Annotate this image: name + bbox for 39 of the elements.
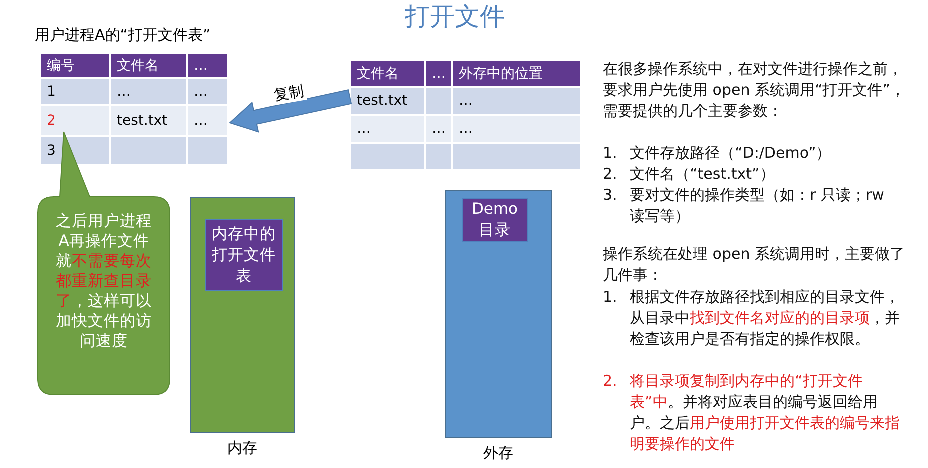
list-number: 2. xyxy=(603,371,618,392)
table-cell: 1 xyxy=(40,78,110,105)
paragraph: 文件名（“test.txt”） xyxy=(630,164,776,185)
table-title: 用户进程A的“打开文件表” xyxy=(35,26,211,45)
table-cell: test.txt xyxy=(350,87,425,115)
header-cell: 文件名 xyxy=(110,53,187,78)
list-number: 1. xyxy=(603,143,618,164)
paragraph: 在很多操作系统中，在对文件进行操作之前，要求用户先使用 open 系统调用“打开文件”，需要提供的几个主要参数： xyxy=(603,59,907,122)
edge-label: 复制 xyxy=(270,81,308,106)
paragraph: 操作系统在处理 open 系统调用时，主要做了几件事： xyxy=(603,244,906,286)
label-box: Demo 目录 xyxy=(462,198,528,242)
table-cell: … xyxy=(187,105,228,136)
table-cell: … xyxy=(452,87,581,115)
list-number: 3. xyxy=(603,185,618,206)
table-cell: … xyxy=(350,115,425,143)
data-table xyxy=(40,53,228,165)
storage-bar xyxy=(190,197,295,433)
list-number: 1. xyxy=(603,287,618,308)
bar-caption: 内存 xyxy=(226,439,258,458)
paragraph: 将目录项复制到内存中的“打开文件表”中。并将对应表目的编号返回给用户。之后用户使用打开文件表的编号来指明要操作的文件 xyxy=(630,371,901,455)
paragraph: 要对文件的操作类型（如：r 只读；rw 读写等） xyxy=(630,185,886,227)
table-cell: … xyxy=(425,115,452,143)
data-table xyxy=(350,60,581,170)
table-cell: … xyxy=(110,78,187,105)
storage-bar xyxy=(445,190,552,438)
label-box: 内存中的打开文件表 xyxy=(205,219,283,291)
header-cell: … xyxy=(425,60,452,87)
list-number: 2. xyxy=(603,164,618,185)
header-cell: 文件名 xyxy=(350,60,425,87)
header-cell: 编号 xyxy=(40,53,110,78)
table-cell: … xyxy=(187,78,228,105)
header-cell: … xyxy=(187,53,228,78)
paragraph: 文件存放路径（“D:/Demo”） xyxy=(630,143,832,164)
bar-caption: 外存 xyxy=(482,444,514,463)
table-cell: test.txt xyxy=(110,105,187,136)
paragraph: 根据文件存放路径找到相应的目录文件，从目录中找到文件名对应的的目录项，并检查该用户是否有指定的操作权限。 xyxy=(630,287,901,350)
header-cell: 外存中的位置 xyxy=(452,60,581,87)
title: 打开文件 xyxy=(404,1,506,33)
table-cell: … xyxy=(452,115,581,143)
